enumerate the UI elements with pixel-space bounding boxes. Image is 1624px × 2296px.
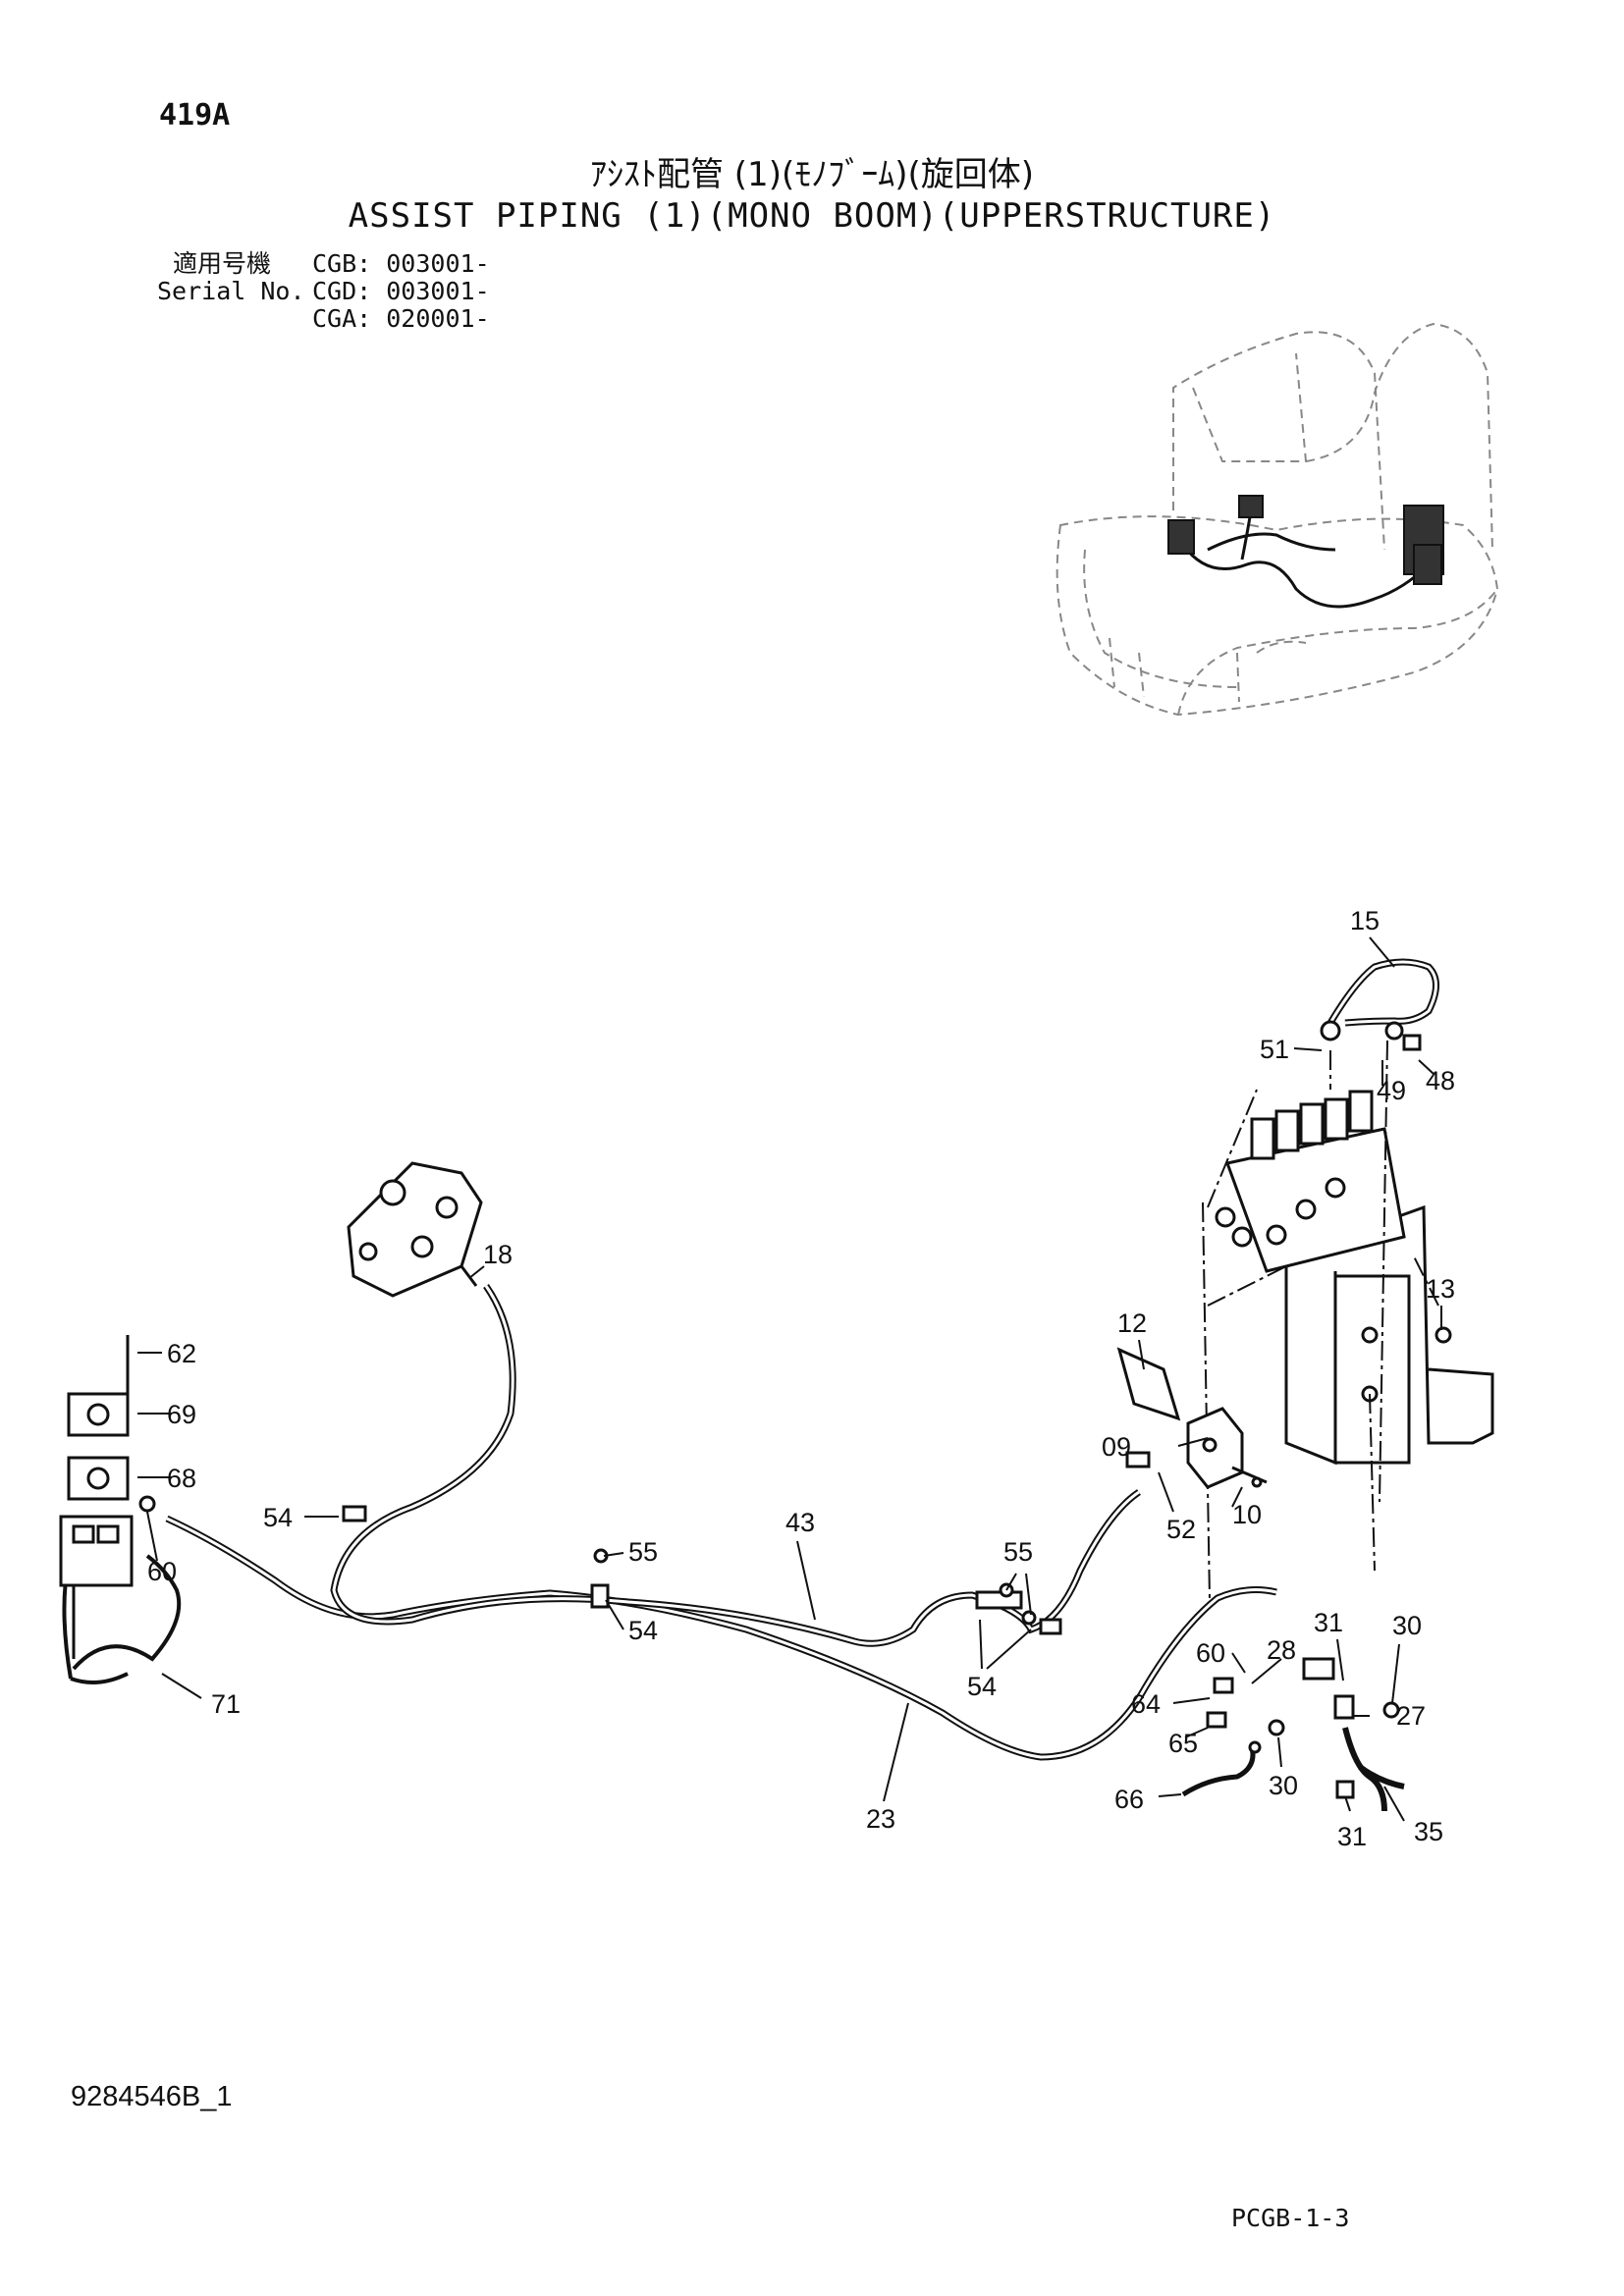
callout-30: 30 [1392,1611,1422,1640]
callout-43: 43 [785,1508,815,1537]
callout-71: 71 [211,1689,241,1719]
callout-28: 28 [1267,1635,1296,1665]
page-number: 419A [159,98,231,133]
callout-54: 54 [967,1672,997,1701]
callout-09: 09 [1102,1432,1131,1462]
callout-64: 64 [1131,1689,1161,1719]
solenoid-valve-09 [1186,1407,1268,1489]
callout-31: 31 [1337,1822,1367,1851]
title-english: ASSIST PIPING (1)(MONO BOOM)(UPPERSTRUCT… [348,196,1276,236]
hose-43-inner [332,1285,1140,1645]
callout-69: 69 [167,1400,196,1429]
callout-35: 35 [1414,1817,1443,1846]
callout-62: 62 [167,1339,196,1368]
excavator-overview-icon [1056,322,1499,717]
serial-label-en: Serial No. [157,277,305,305]
hose-43 [330,1283,1141,1647]
callout-12: 12 [1117,1308,1147,1338]
hose-66 [1181,1746,1256,1797]
callout-49: 49 [1377,1076,1406,1105]
hose-23-inner [166,1517,1277,1759]
serial-entry: CGA: 020001- [312,304,490,333]
callout-10: 10 [1232,1500,1262,1529]
callout-23: 23 [866,1804,895,1834]
serial-label-jp: 適用号機 [173,249,272,278]
callout-65: 65 [1168,1729,1198,1758]
callout-52: 52 [1166,1515,1196,1544]
leader-lines [137,936,1442,1822]
callout-66: 66 [1114,1785,1144,1814]
callout-68: 68 [167,1464,196,1493]
clamp-icon [342,1505,1062,1635]
solenoid-valve-stack-icon [59,1335,134,1659]
bracket-12 [1116,1347,1181,1421]
hose-35 [1342,1727,1405,1812]
callout-15: 15 [1350,906,1380,935]
pilot-valve-icon [347,1161,483,1298]
callout-13: 13 [1426,1274,1455,1304]
hose-23 [165,1515,1277,1761]
callout-30: 30 [1269,1771,1298,1800]
callout-55: 55 [628,1537,658,1567]
callout-60: 60 [1196,1638,1225,1668]
sheet-code: PCGB-1-3 [1231,2204,1350,2232]
overview-highlight-hose [1181,505,1431,609]
title-japanese: ｱｼｽﾄ配管 (1)(ﾓﾉﾌﾞｰﾑ)(旋回体) [589,155,1035,194]
valve-dashed-guides [1202,1040,1439,1601]
callout-54: 54 [263,1503,293,1532]
callout-31: 31 [1314,1608,1343,1637]
callout-48: 48 [1426,1066,1455,1095]
document-code: 9284546B_1 [71,2081,233,2112]
hose-15-inner [1328,960,1437,1025]
callouts: 15 51 49 48 18 13 12 62 69 09 68 10 52 5… [147,906,1455,1851]
fitting-icon [138,1020,1452,1799]
overview-highlight-valves [1167,495,1444,585]
serial-entry: CGB: 003001- [312,249,490,278]
callout-18: 18 [483,1240,513,1269]
callout-27: 27 [1396,1701,1426,1731]
hose-15 [1326,958,1439,1027]
callout-54: 54 [628,1616,658,1645]
serial-entry: CGD: 003001- [312,277,490,305]
callout-55: 55 [1003,1537,1033,1567]
callout-51: 51 [1260,1035,1289,1064]
callout-60: 60 [147,1557,177,1586]
